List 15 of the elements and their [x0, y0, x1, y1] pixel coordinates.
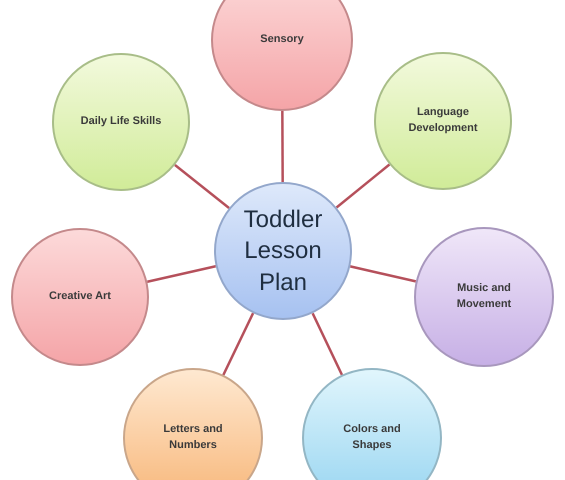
- central-topic-label: Toddler Lesson Plan: [242, 205, 324, 298]
- connector-line: [222, 312, 254, 376]
- connector-line: [336, 164, 390, 208]
- topic-label: Colors and Shapes: [342, 422, 402, 453]
- topic-label: Sensory: [259, 32, 305, 48]
- topic-label: Letters and Numbers: [162, 422, 224, 453]
- connector-line: [350, 265, 416, 283]
- connector-line: [281, 111, 284, 182]
- topic-label: Language Development: [407, 105, 479, 136]
- connector-line: [174, 164, 230, 209]
- topic-label: Music and Movement: [456, 281, 512, 312]
- connector-line: [147, 265, 216, 283]
- connector-line: [312, 312, 344, 376]
- topic-label: Creative Art: [48, 289, 112, 304]
- topic-label: Daily Life Skills: [80, 114, 162, 130]
